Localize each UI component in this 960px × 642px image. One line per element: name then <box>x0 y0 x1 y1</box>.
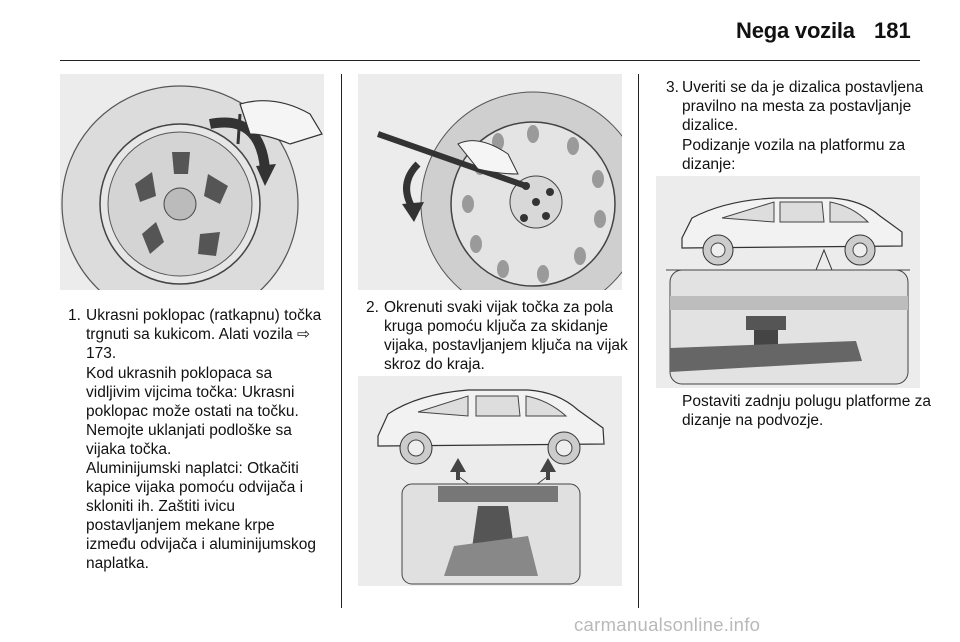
step-number: 3. <box>666 79 679 96</box>
header-divider <box>60 60 920 61</box>
step-3: 3. Uveriti se da je dizalica postavljena… <box>656 78 930 135</box>
footer-watermark: carmanualsonline.info <box>574 614 761 635</box>
column-divider <box>638 74 639 608</box>
step-1: 1. Ukrasni poklopac (ratkapnu) točka trg… <box>60 306 326 363</box>
figure-car-on-jack <box>358 376 622 586</box>
step-number: 2. <box>366 299 379 316</box>
column-divider <box>341 74 342 608</box>
step-2: 2. Okrenuti svaki vijak točka za pola kr… <box>358 298 630 374</box>
note-paragraph: Podizanje vozila na platformu za dizanje… <box>682 137 906 173</box>
page-header-title: Nega vozila <box>736 18 855 43</box>
step-text: Uveriti se da je dizalica postavljena pr… <box>682 79 924 134</box>
figure-loosen-bolts <box>358 74 622 290</box>
note-paragraph: Postaviti zadnju polugu platforme za diz… <box>682 393 932 429</box>
note-paragraph: Kod ukrasnih poklopaca sa vidljivim vijc… <box>86 365 299 458</box>
figure-lifting-platform <box>656 176 920 388</box>
page-number: 181 <box>874 18 911 43</box>
note-paragraph: Aluminijumski naplatci: Otkačiti kapice … <box>86 460 317 572</box>
figure-hubcap-removal <box>60 74 324 290</box>
step-number: 1. <box>68 307 81 324</box>
step-text: Okrenuti svaki vijak točka za pola kruga… <box>384 299 628 373</box>
step-text: Ukrasni poklopac (ratkapnu) točka trgnut… <box>86 307 322 362</box>
